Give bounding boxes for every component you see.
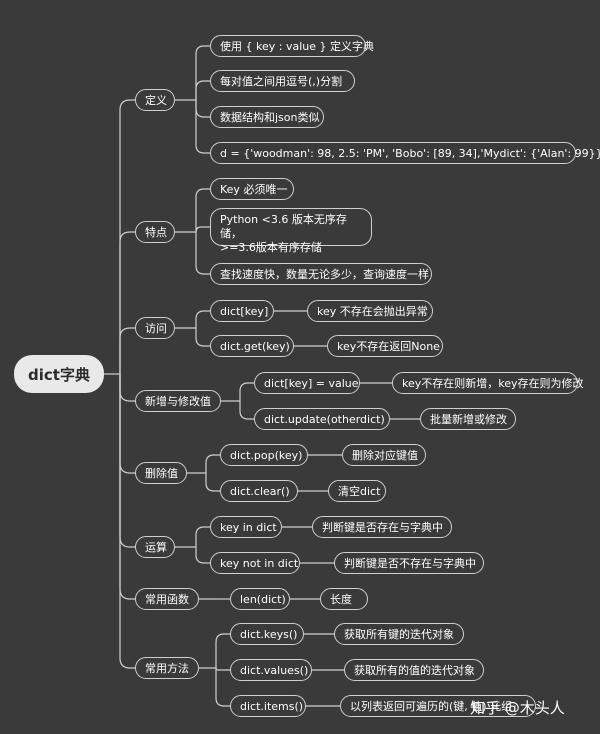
leaf-pop: dict.pop(key) [220, 444, 308, 466]
note-assign: key不存在则新增，key存在则为修改 [392, 372, 584, 394]
note-index-access: key 不存在会抛出异常 [307, 300, 433, 322]
leaf-get-access: dict.get(key) [210, 335, 294, 357]
leaf-index-access: dict[key] [210, 300, 274, 322]
branch-delete: 删除值 [135, 462, 187, 484]
note-len: 长度 [320, 588, 368, 610]
leaf-fast-lookup: 查找速度快，数量无论多少，查询速度一样 [210, 263, 432, 285]
note-update: 批量新增或修改 [420, 408, 516, 430]
note-get-access: key不存在返回None [327, 335, 443, 357]
leaf-assign: dict[key] = value [254, 372, 360, 394]
note-items: 以列表返回可遍历的(键, 值) 元组 [340, 695, 536, 717]
note-key-not-in: 判断键是否不存在与字典中 [334, 552, 484, 574]
leaf-comma-separator: 每对值之间用逗号(,)分割 [210, 70, 355, 92]
leaf-key-in: key in dict [210, 516, 282, 538]
leaf-len: len(dict) [230, 588, 290, 610]
branch-functions: 常用函数 [135, 588, 199, 610]
leaf-keys: dict.keys() [230, 623, 304, 645]
leaf-key-not-in: key not in dict [210, 552, 300, 574]
root-node: dict字典 [14, 355, 104, 393]
leaf-update: dict.update(otherdict) [254, 408, 390, 430]
branch-add-modify: 新增与修改值 [135, 390, 221, 412]
note-values: 获取所有的值的迭代对象 [344, 659, 484, 681]
watermark: 知乎 @木头人 [470, 699, 565, 717]
branch-access: 访问 [135, 317, 175, 339]
branch-definition: 定义 [135, 89, 175, 111]
leaf-items: dict.items() [230, 695, 306, 717]
leaf-ordering-line-1: Python <3.6 版本无序存储， >=3.6版本有序存储 [220, 213, 347, 254]
leaf-define-syntax: 使用 { key : value } 定义字典 [210, 35, 374, 57]
leaf-unique-key: Key 必须唯一 [210, 178, 294, 200]
leaf-ordering: Python <3.6 版本无序存储， >=3.6版本有序存储 [210, 208, 372, 254]
branch-methods: 常用方法 [135, 657, 199, 679]
leaf-json-like: 数据结构和json类似 [210, 106, 324, 128]
leaf-example: d = {'woodman': 98, 2.5: 'PM', 'Bobo': [… [210, 142, 600, 164]
note-pop: 删除对应键值 [342, 444, 426, 466]
branch-operations: 运算 [135, 536, 175, 558]
leaf-values: dict.values() [230, 659, 312, 681]
branch-features: 特点 [135, 221, 175, 243]
leaf-clear: dict.clear() [220, 480, 298, 502]
note-clear: 清空dict [328, 480, 386, 502]
note-key-in: 判断键是否存在与字典中 [312, 516, 452, 538]
note-keys: 获取所有键的迭代对象 [334, 623, 464, 645]
